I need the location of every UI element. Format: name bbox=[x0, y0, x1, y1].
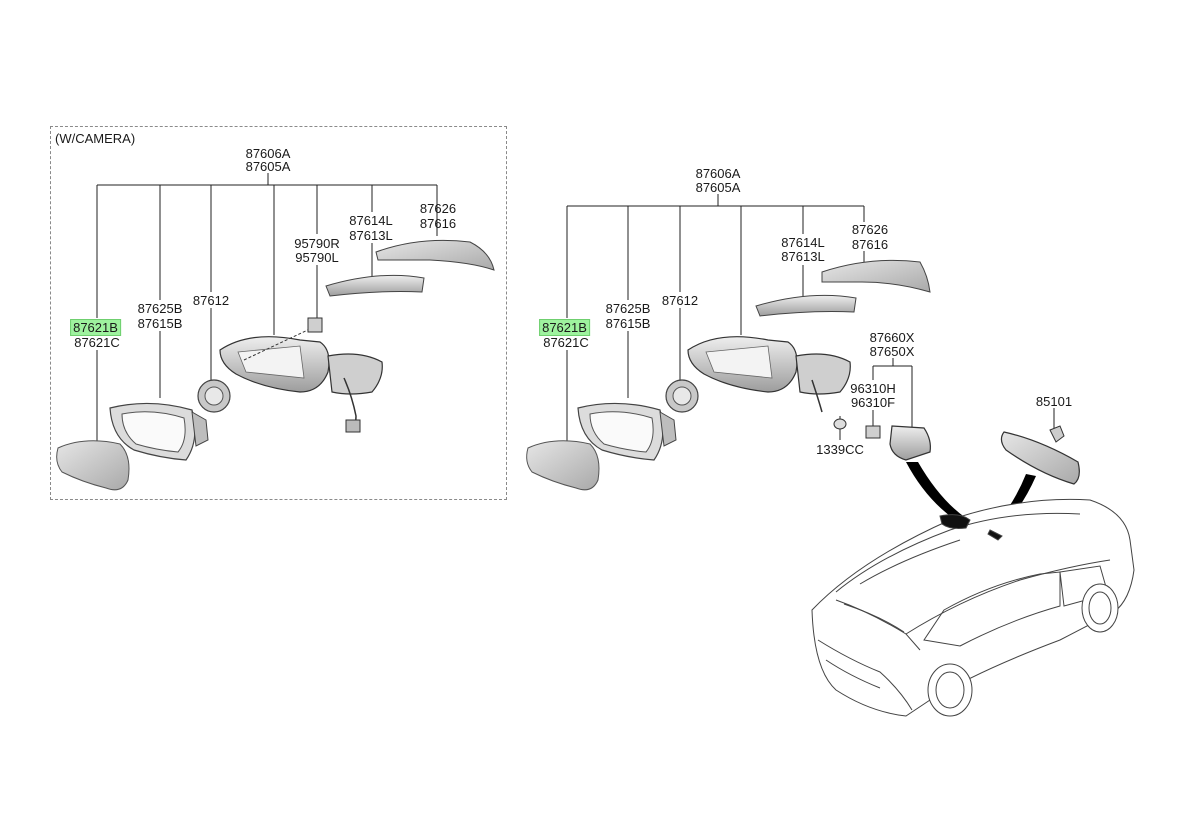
left-cover-label-2[interactable]: 87616 bbox=[419, 216, 457, 231]
rain-sensor bbox=[865, 425, 881, 439]
sensor-cover-label-1[interactable]: 87660X bbox=[869, 330, 915, 345]
grommet-label[interactable]: 1339CC bbox=[816, 442, 864, 457]
right-cover-label-2[interactable]: 87616 bbox=[851, 237, 889, 252]
left-mirror-base bbox=[219, 327, 383, 433]
sensor-cover bbox=[889, 425, 931, 461]
right-grommet bbox=[833, 418, 847, 430]
highlighted-part-number[interactable]: 87621B bbox=[539, 319, 590, 336]
right-scalp-cover bbox=[821, 259, 931, 293]
left-leader-lines bbox=[96, 173, 438, 443]
left-mirror-label-2[interactable]: 87621C bbox=[74, 335, 120, 350]
camera-group-frame bbox=[50, 126, 507, 500]
left-actuator bbox=[197, 379, 231, 413]
left-mirror-glass bbox=[56, 440, 130, 491]
sensor-cover-label-2[interactable]: 87650X bbox=[869, 344, 915, 359]
right-mirror-label-1[interactable]: 87621B bbox=[539, 319, 590, 336]
right-mirror-housing bbox=[577, 402, 677, 461]
left-camera-label-2[interactable]: 95790L bbox=[295, 250, 339, 265]
sensor-label-2[interactable]: 96310F bbox=[850, 395, 896, 410]
left-camera-label-1[interactable]: 95790R bbox=[294, 236, 340, 251]
left-mirror-label-1[interactable]: 87621B bbox=[70, 319, 121, 336]
left-assy-label-1[interactable]: 87606A bbox=[245, 146, 291, 161]
right-actuator bbox=[665, 379, 699, 413]
left-turn-lamp bbox=[325, 274, 425, 297]
left-assy-label-2[interactable]: 87605A bbox=[245, 159, 291, 174]
left-scalp-cover bbox=[375, 239, 495, 271]
right-housing-label-1[interactable]: 87625B bbox=[605, 301, 651, 316]
inside-mirror bbox=[1000, 425, 1080, 485]
inside-mirror-label[interactable]: 85101 bbox=[1035, 394, 1073, 409]
right-leader-lines bbox=[566, 194, 1055, 443]
right-lamp-label-1[interactable]: 87614L bbox=[781, 235, 825, 250]
left-housing-label-2[interactable]: 87615B bbox=[137, 316, 183, 331]
left-housing-label-1[interactable]: 87625B bbox=[137, 301, 183, 316]
sensor-label-1[interactable]: 96310H bbox=[850, 381, 896, 396]
left-lamp-label-2[interactable]: 87613L bbox=[349, 228, 393, 243]
right-turn-lamp bbox=[755, 294, 857, 317]
highlighted-part-number[interactable]: 87621B bbox=[70, 319, 121, 336]
right-assy-label-1[interactable]: 87606A bbox=[695, 166, 741, 181]
left-lamp-label-1[interactable]: 87614L bbox=[349, 213, 393, 228]
right-lamp-label-2[interactable]: 87613L bbox=[781, 249, 825, 264]
right-assy-label-2[interactable]: 87605A bbox=[695, 180, 741, 195]
right-mirror-label-2[interactable]: 87621C bbox=[543, 335, 589, 350]
left-mirror-housing bbox=[109, 402, 209, 461]
group-label: (W/CAMERA) bbox=[55, 131, 136, 146]
right-mirror-glass bbox=[526, 440, 600, 491]
right-actuator-label[interactable]: 87612 bbox=[661, 293, 699, 308]
right-cover-label-1[interactable]: 87626 bbox=[851, 222, 889, 237]
left-camera bbox=[307, 317, 323, 333]
left-actuator-label[interactable]: 87612 bbox=[192, 293, 230, 308]
car-illustration bbox=[811, 498, 1135, 717]
left-cover-label-1[interactable]: 87626 bbox=[419, 201, 457, 216]
right-housing-label-2[interactable]: 87615B bbox=[605, 316, 651, 331]
right-mirror-base bbox=[687, 336, 851, 413]
